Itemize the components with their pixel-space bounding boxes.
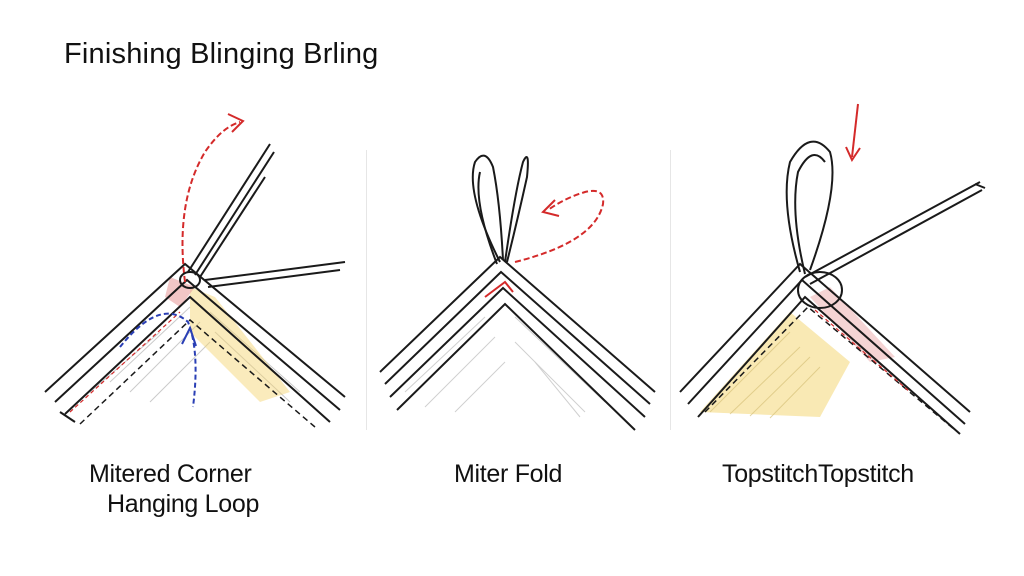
panel-topstitch bbox=[670, 92, 1024, 442]
label-miter-fold: Miter Fold bbox=[454, 460, 563, 488]
topstitch-sketch bbox=[679, 103, 986, 435]
red-fold-arrow bbox=[514, 189, 605, 263]
panel-mitered-corner bbox=[0, 92, 365, 442]
hatch-shading bbox=[404, 316, 606, 418]
label-topstitch: TopstitchTopstitch bbox=[722, 460, 914, 488]
panel-divider bbox=[670, 150, 671, 430]
fabric-edges bbox=[379, 255, 656, 431]
needle-icon bbox=[804, 181, 986, 285]
red-corner-mark bbox=[484, 280, 514, 298]
red-stitch-line bbox=[69, 311, 181, 413]
red-down-arrow bbox=[845, 103, 861, 163]
panel-divider bbox=[366, 150, 367, 430]
diagram-title: Finishing Blinging Brling bbox=[64, 38, 379, 70]
blue-fold-arrow bbox=[119, 312, 197, 408]
miter-fold-sketch bbox=[379, 154, 656, 431]
hanging-loop bbox=[471, 154, 529, 265]
fabric-edges bbox=[44, 262, 346, 423]
yellow-fabric-fill bbox=[190, 287, 290, 402]
label-mitered-corner: Mitered Corner bbox=[89, 460, 252, 488]
yellow-fabric-fill bbox=[700, 312, 850, 417]
hatch-shading bbox=[709, 331, 821, 419]
red-loop-arrow bbox=[181, 113, 245, 283]
label-hanging-loop: Hanging Loop bbox=[107, 490, 260, 518]
scissors-icon bbox=[179, 143, 346, 289]
hanging-loop bbox=[785, 140, 843, 309]
panel-miter-fold bbox=[365, 92, 670, 442]
hatch-shading bbox=[89, 306, 301, 403]
mitered-corner-sketch bbox=[44, 113, 346, 428]
stitch-lines bbox=[79, 318, 316, 428]
pink-fabric-fill bbox=[165, 277, 195, 307]
